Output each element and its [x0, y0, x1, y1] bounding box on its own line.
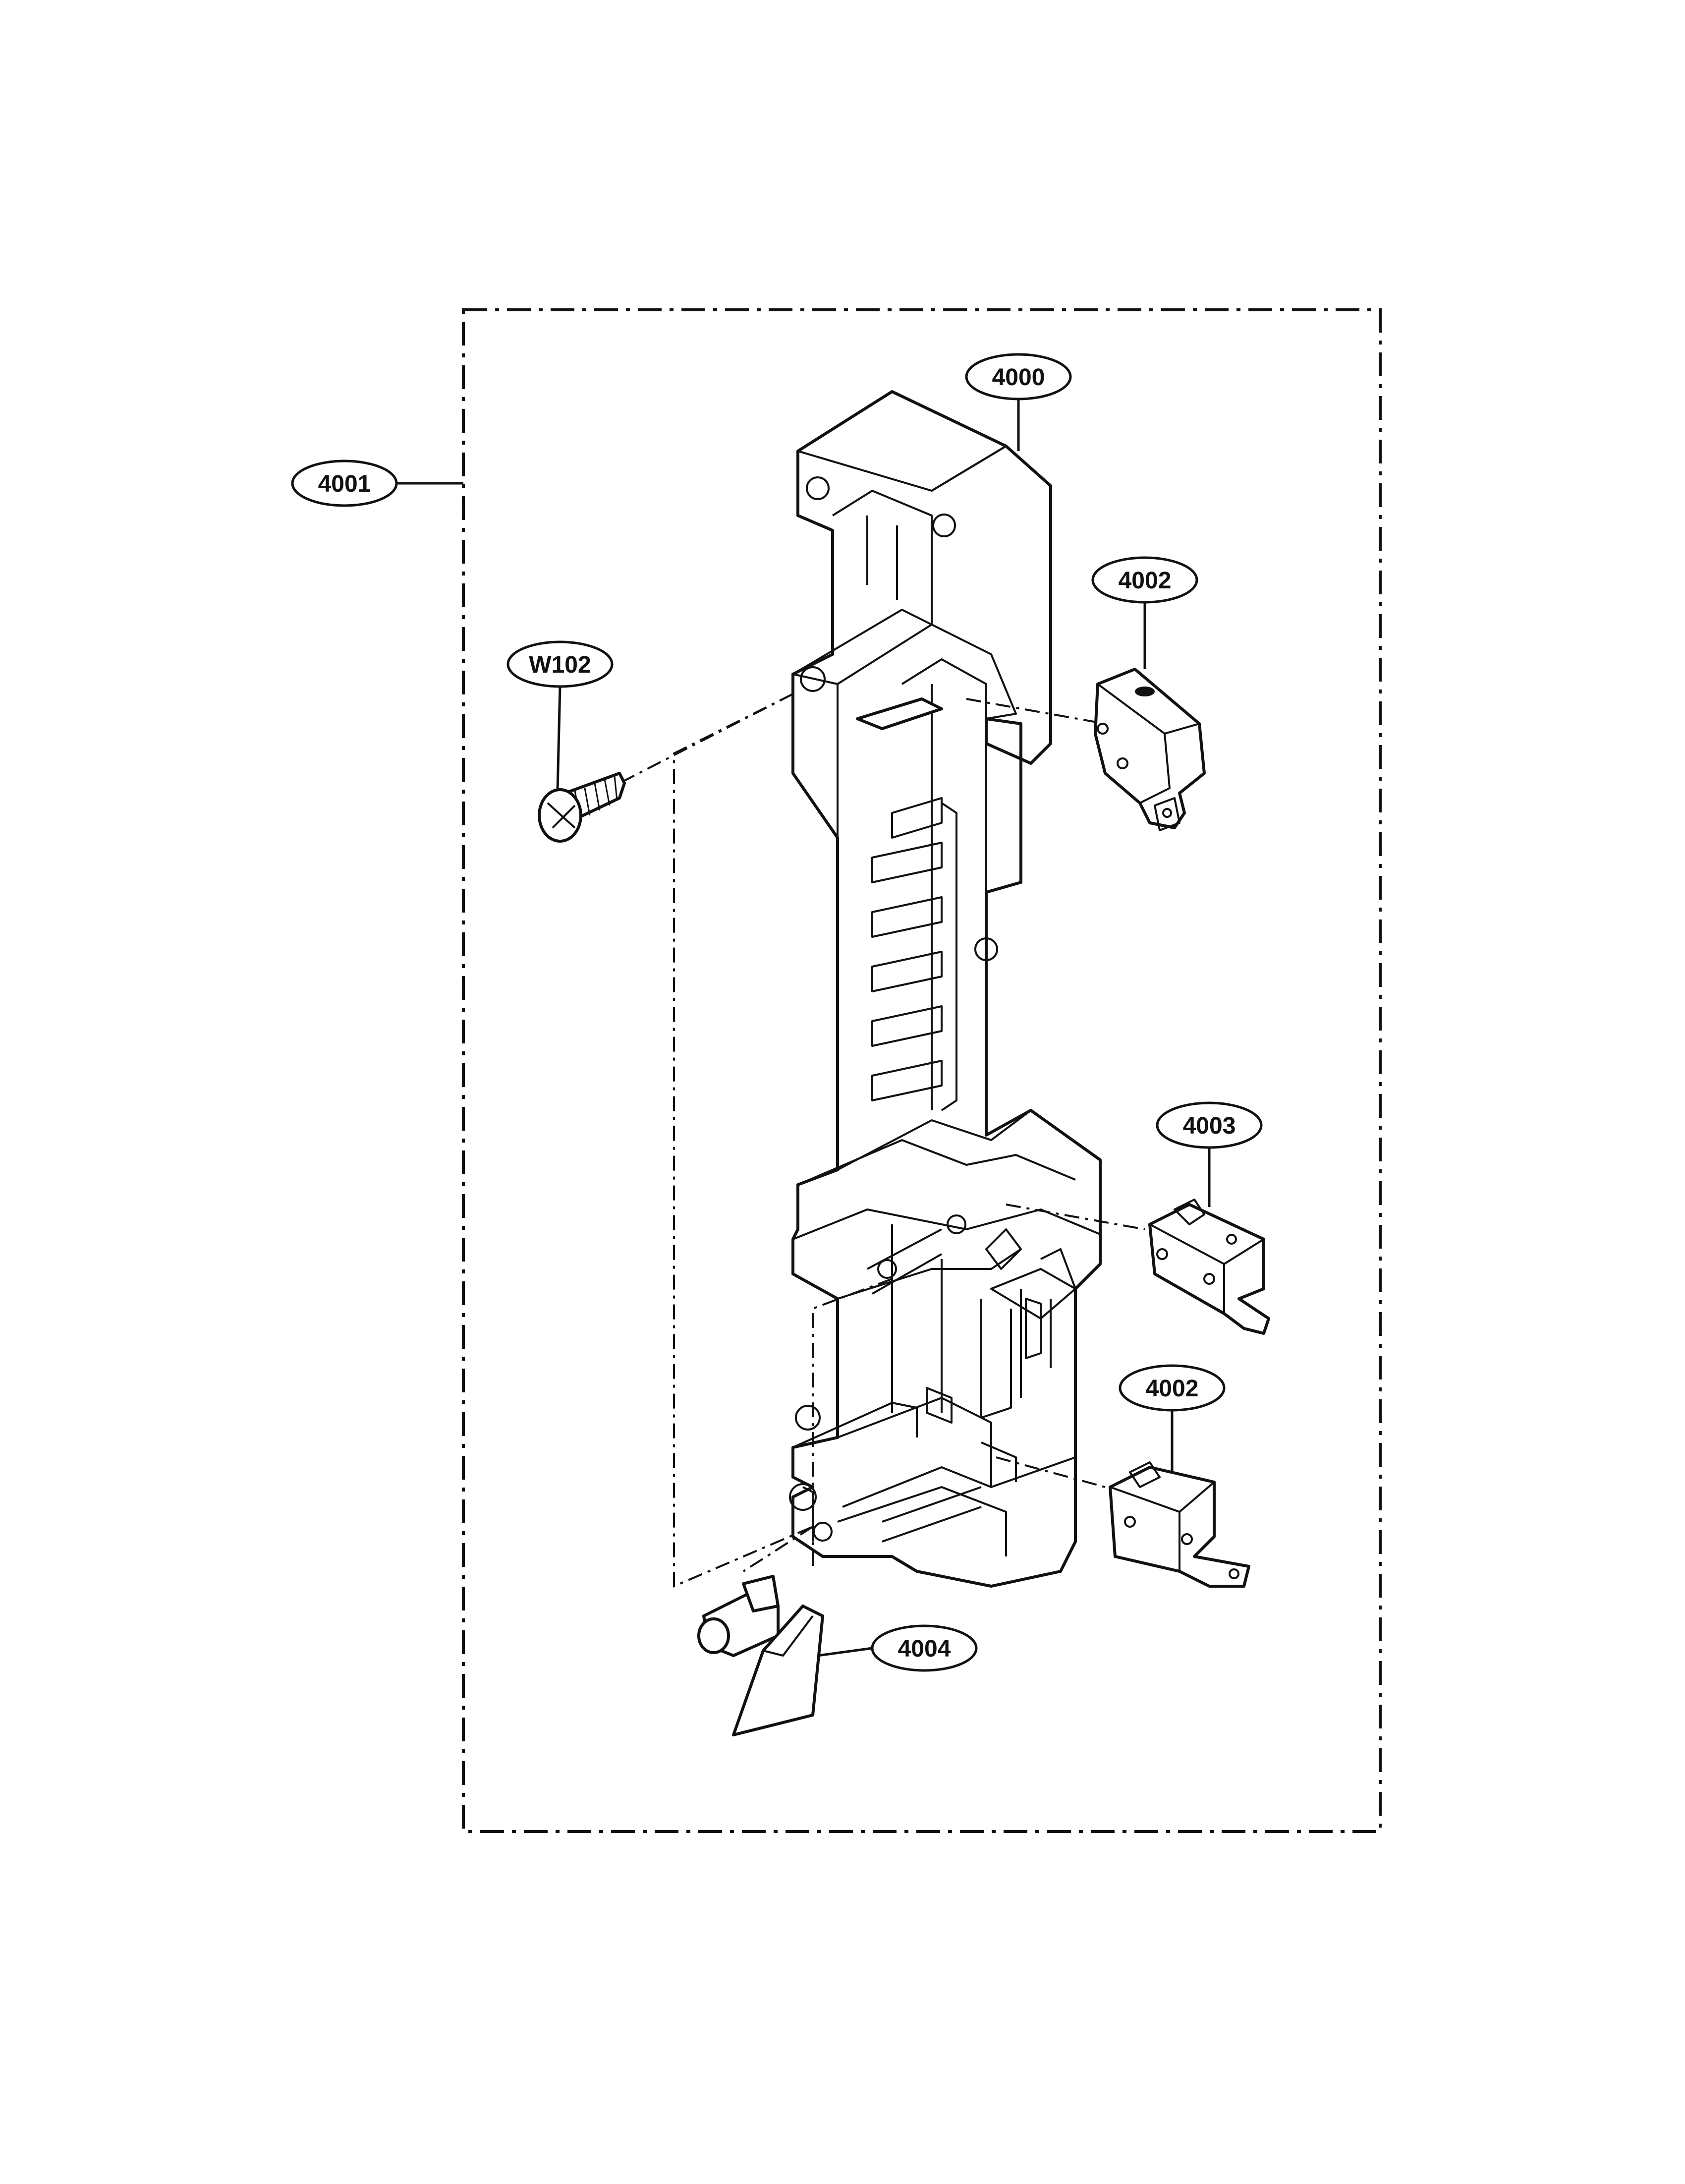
- switch-bottom-part: [1109, 1461, 1250, 1588]
- callout-4002-bottom: 4002: [1119, 1364, 1226, 1472]
- callout-4004-label: 4004: [898, 1636, 951, 1662]
- callout-4000: 4000: [965, 353, 1072, 451]
- callout-4001: 4001: [291, 460, 463, 507]
- callout-4003: 4003: [1156, 1101, 1263, 1207]
- switch-middle-part: [1148, 1199, 1270, 1335]
- switch-top-part: [1094, 668, 1206, 831]
- assembly-boundary: [462, 308, 1382, 1833]
- callout-4002-top: 4002: [1091, 556, 1198, 669]
- latch-board-part: [789, 390, 1102, 1588]
- callout-4001-label: 4001: [318, 471, 371, 497]
- callout-4002-top-label: 4002: [1119, 568, 1172, 594]
- callout-4000-label: 4000: [992, 364, 1045, 391]
- callout-w102-label: W102: [529, 652, 591, 678]
- callout-4003-label: 4003: [1183, 1113, 1236, 1139]
- lever-part: [697, 1575, 824, 1736]
- screw-part: [538, 772, 626, 843]
- assembly-guide-lines: [619, 693, 1145, 1588]
- callout-4004: 4004: [817, 1624, 978, 1672]
- callout-w102: W102: [506, 640, 614, 791]
- callout-4002-bottom-label: 4002: [1146, 1376, 1199, 1402]
